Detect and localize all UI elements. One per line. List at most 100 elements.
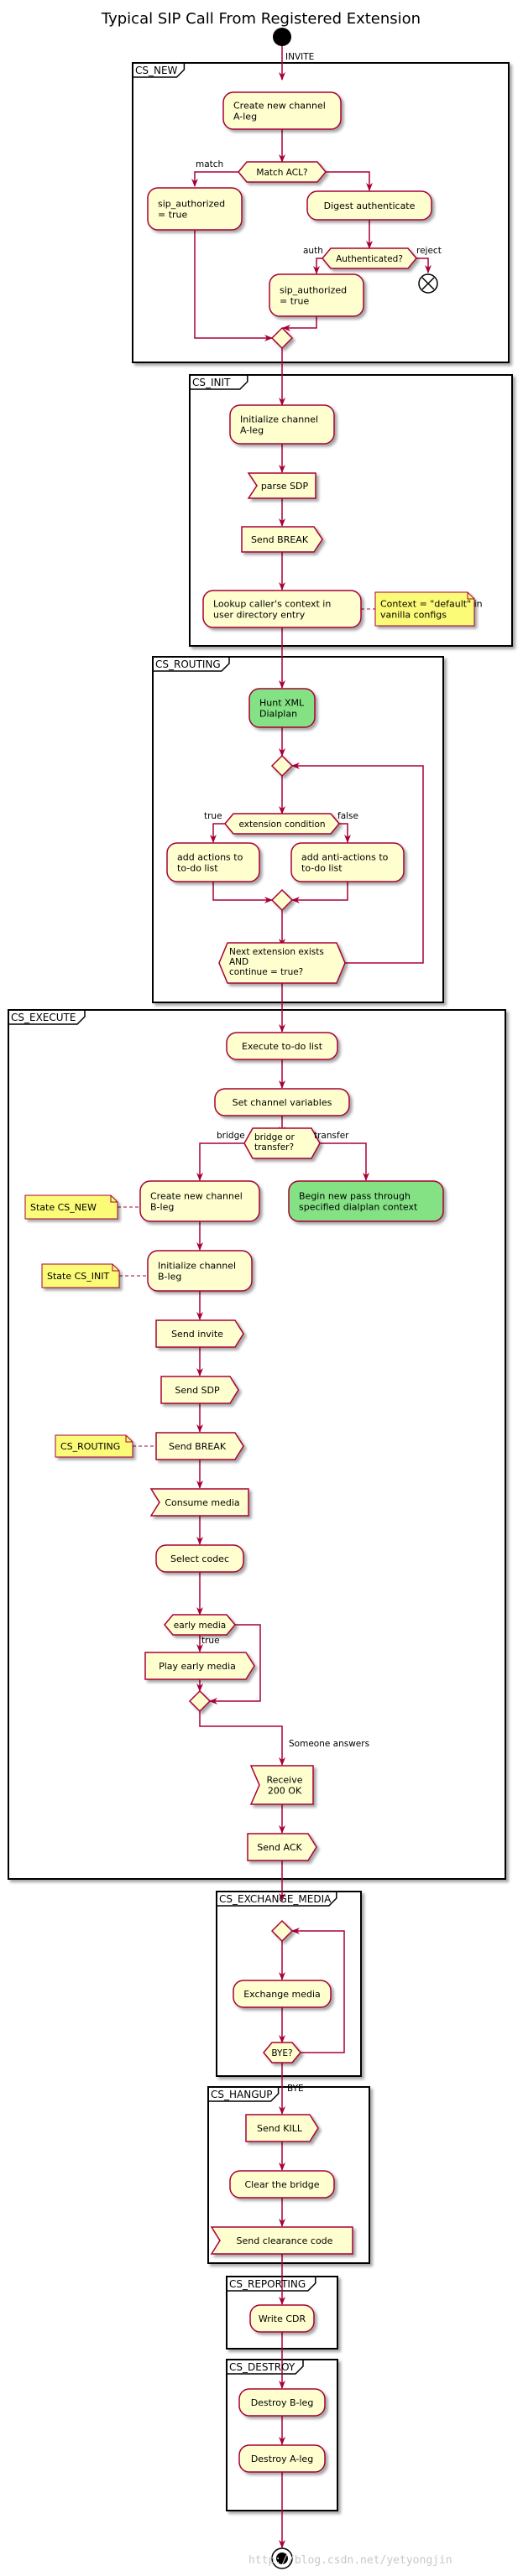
decision-early-media	[164, 1614, 236, 1636]
note-state-cs-init-label-line: State CS_INIT	[47, 1271, 109, 1282]
activity-create-b-leg	[139, 1180, 260, 1222]
activity-init-a-leg-label-line: A-leg	[240, 425, 264, 436]
note-state-cs-new	[24, 1194, 118, 1220]
edge-label-someone-answers: Someone answers	[289, 1739, 369, 1749]
activity-destroy-b-leg-label-line: Destroy B-leg	[251, 2397, 314, 2408]
send-send-break-2-label-line: Send BREAK	[169, 1441, 227, 1452]
receive-send-clearance-label-line: Send clearance code	[237, 2235, 333, 2246]
activity-hunt-dialplan-label-line: Hunt XML	[259, 698, 305, 709]
edge-label-false: false	[337, 811, 358, 821]
frame-cs-destroy-tab	[227, 2360, 304, 2375]
send-send-break-1	[241, 526, 323, 553]
receive-consume-media-label: Consume media	[165, 1497, 239, 1508]
send-send-ack-label-line: Send ACK	[257, 1842, 302, 1853]
send-send-kill-label: Send KILL	[257, 2123, 303, 2134]
receive-parse-sdp-label: parse SDP	[261, 481, 309, 492]
merge-exchange-loop	[270, 1919, 294, 1943]
frame-cs-new-tab	[133, 63, 186, 78]
merge-routing-loop	[270, 754, 294, 778]
activity-add-anti-actions-label-line: to-do list	[301, 863, 343, 874]
activity-create-a-leg-label-line: Create new channel	[233, 101, 326, 112]
frame-cs-reporting-label: CS_REPORTING	[229, 2278, 306, 2290]
edge-label-match: match	[196, 159, 223, 169]
activity-sip-authorized-1-label-line: = true	[158, 210, 188, 221]
activity-digest-auth-label-line: Digest authenticate	[324, 200, 416, 211]
frame-cs-hangup-label: CS_HANGUP	[211, 2089, 273, 2100]
receive-parse-sdp-label-line: parse SDP	[261, 481, 309, 492]
activity-destroy-a-leg	[238, 2444, 326, 2473]
receive-consume-media	[149, 1488, 249, 1517]
activity-init-b-leg	[147, 1250, 253, 1292]
activity-add-anti-actions	[290, 842, 405, 882]
send-send-ack	[247, 1833, 317, 1861]
activity-hunt-dialplan	[248, 688, 316, 728]
receive-send-clearance-label: Send clearance code	[237, 2235, 333, 2246]
activity-set-vars	[214, 1088, 350, 1116]
send-send-break-2-label: Send BREAK	[169, 1441, 227, 1452]
activity-destroy-b-leg-label: Destroy B-leg	[251, 2397, 314, 2408]
decision-next-extension-label-line: Next extension exists	[229, 947, 324, 957]
edge-label-invite: INVITE	[285, 52, 314, 62]
receive-receive-200-label-line: 200 OK	[268, 1786, 302, 1797]
flow-arrow	[320, 1142, 369, 1181]
note-context-default-label-line: Context = "default" in	[380, 599, 483, 610]
start-node	[273, 28, 291, 46]
activity-select-codec	[155, 1544, 244, 1573]
send-send-sdp	[160, 1376, 239, 1404]
send-send-break-1-label: Send BREAK	[251, 534, 309, 545]
activity-exchange-media	[233, 1980, 332, 2008]
flow-arrow	[282, 316, 317, 331]
activity-create-b-leg-label-line: B-leg	[150, 1202, 174, 1213]
decision-extension-condition	[224, 813, 340, 835]
activity-clear-bridge-label-line: Clear the bridge	[244, 2179, 319, 2190]
edge-label-bye: BYE	[287, 2084, 304, 2094]
frame-cs-reporting-tab	[227, 2277, 316, 2292]
send-send-kill	[245, 2114, 319, 2142]
activity-sip-authorized-2-label: sip_authorized= true	[280, 285, 347, 307]
note-state-cs-init	[41, 1263, 120, 1288]
decision-extension-condition-label: extension condition	[238, 820, 325, 830]
flow-final-cross	[421, 277, 435, 290]
send-send-sdp-label: Send SDP	[175, 1385, 220, 1396]
watermark-text: http://blog.csdn.net/yetyongjin	[248, 2554, 452, 2567]
frame-cs-routing-label: CS_ROUTING	[155, 658, 221, 670]
note-cs-routing-note-label: CS_ROUTING	[60, 1441, 120, 1452]
receive-send-clearance	[210, 2226, 353, 2255]
send-send-break-1-label-line: Send BREAK	[251, 534, 309, 545]
activity-sip-authorized-1-label: sip_authorized= true	[158, 199, 225, 221]
decision-bye	[263, 2042, 301, 2063]
activity-add-actions	[166, 842, 260, 882]
activity-add-actions-label-line: add actions to	[177, 852, 243, 863]
activity-create-a-leg-label-line: A-leg	[233, 112, 257, 122]
receive-consume-media-label-line: Consume media	[165, 1497, 239, 1508]
receive-receive-200	[249, 1765, 314, 1805]
receive-receive-200-label-line: Receive	[266, 1775, 302, 1786]
edge-label-bridge: bridge	[217, 1131, 245, 1141]
decision-early-media-label: early media	[174, 1621, 226, 1631]
diagram-title: Typical SIP Call From Registered Extensi…	[101, 10, 421, 28]
edge-label-transfer: transfer	[314, 1131, 349, 1141]
note-context-default-label-line: vanilla configs	[380, 610, 447, 621]
activity-add-actions-label-line: to-do list	[177, 863, 218, 874]
activity-write-cdr-label: Write CDR	[259, 2313, 306, 2324]
note-state-cs-new-fold	[110, 1195, 118, 1203]
frame-cs-execute-label: CS_EXECUTE	[11, 1012, 76, 1023]
activity-set-vars-label-line: Set channel variables	[233, 1097, 332, 1108]
activity-sip-authorized-2	[269, 273, 364, 317]
flow-arrow	[339, 823, 351, 843]
activity-init-b-leg-label-line: B-leg	[158, 1272, 181, 1283]
activity-execute-todo	[226, 1032, 338, 1060]
edge-label-reject: reject	[416, 246, 442, 256]
note-cs-routing-note-fold	[125, 1435, 133, 1443]
decision-bridge-or-transfer	[243, 1127, 321, 1159]
decision-authenticated-label: Authenticated?	[336, 254, 403, 264]
note-state-cs-init-fold	[112, 1264, 119, 1272]
send-play-early-media-label-line: Play early media	[159, 1661, 236, 1672]
edge-label-auth: auth	[303, 246, 323, 256]
activity-init-a-leg-label-line: Initialize channel	[240, 414, 318, 425]
